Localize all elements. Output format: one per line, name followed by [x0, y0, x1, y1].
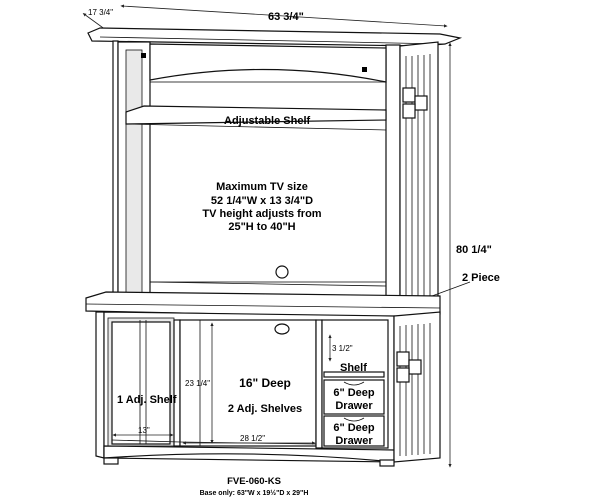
- top-dimensions: 17 3/4" 63 3/4": [82, 4, 448, 31]
- hutch-back-panel: [149, 81, 387, 283]
- adjustable-shelf: [125, 105, 387, 125]
- tv-line-2: 52 1/4"W x 13 3/4"D: [211, 195, 313, 207]
- hutch-side-slats: [402, 54, 431, 300]
- left-width-label: 13": [138, 426, 150, 435]
- lower-height-label: 23 1/4": [185, 379, 210, 388]
- depth-dimension-line: [82, 13, 108, 31]
- drawer-bottom-line-2: Drawer: [335, 435, 373, 447]
- center-shelves-label: 2 Adj. Shelves: [228, 403, 302, 415]
- right-dimensions: 80 1/4" 2 Piece: [431, 42, 500, 468]
- caption: FVE-060-KS Base only: 63"W x 19½"D x 29"…: [200, 476, 309, 497]
- interior-dimensions: 23 1/4" 13" 28 1/2" 3 1/2": [112, 322, 353, 445]
- tv-line-3: TV height adjusts from: [202, 208, 321, 220]
- base-labels: 1 Adj. Shelf 16" Deep 2 Adj. Shelves She…: [117, 362, 375, 447]
- base-cabinet: [85, 291, 441, 467]
- hutch-left-side: [112, 40, 119, 303]
- height-dimension-label: 80 1/4": [456, 244, 492, 256]
- piece-leader-line: [431, 281, 471, 297]
- left-shelf-label: 1 Adj. Shelf: [117, 394, 177, 406]
- base-only-dimensions: Base only: 63"W x 19½"D x 29"H: [200, 489, 309, 497]
- tv-line-4: 25"H to 40"H: [228, 221, 295, 233]
- width-dimension-label: 63 3/4": [268, 11, 304, 23]
- cord-hole-upper: [275, 265, 289, 279]
- tv-size-text: Maximum TV size 52 1/4"W x 13 3/4"D TV h…: [202, 181, 321, 233]
- center-width-label: 28 1/2": [240, 434, 265, 443]
- rail-bolt-right: [362, 67, 367, 72]
- right-shelf: [323, 371, 385, 378]
- base-side-slats: [396, 323, 431, 456]
- tv-line-1: Maximum TV size: [216, 181, 308, 193]
- adjustable-shelf-label: Adjustable Shelf: [224, 115, 311, 127]
- rail-bolt-left: [141, 53, 146, 58]
- model-number: FVE-060-KS: [227, 476, 281, 487]
- right-shelf-label: Shelf: [340, 362, 367, 374]
- drawer-top-line-1: 6" Deep: [333, 387, 375, 399]
- hutch: Adjustable Shelf Maximum TV size 52 1/4"…: [87, 27, 463, 305]
- drawer-top-line-2: Drawer: [335, 400, 373, 412]
- base-left-side: [95, 311, 105, 459]
- width-dimension-line: [120, 4, 448, 28]
- cord-hole-lower: [274, 323, 290, 335]
- drawer-bottom-line-1: 6" Deep: [333, 422, 375, 434]
- depth-dimension-label: 17 3/4": [88, 8, 113, 17]
- hutch-arched-rail: [149, 43, 387, 83]
- shelf-gap-label: 3 1/2": [332, 344, 353, 353]
- piece-count-label: 2 Piece: [462, 272, 500, 284]
- drawer-top: [323, 379, 385, 415]
- base-right-side: [393, 311, 441, 463]
- hutch-right-post: [385, 44, 401, 304]
- center-depth-label: 16" Deep: [239, 376, 291, 390]
